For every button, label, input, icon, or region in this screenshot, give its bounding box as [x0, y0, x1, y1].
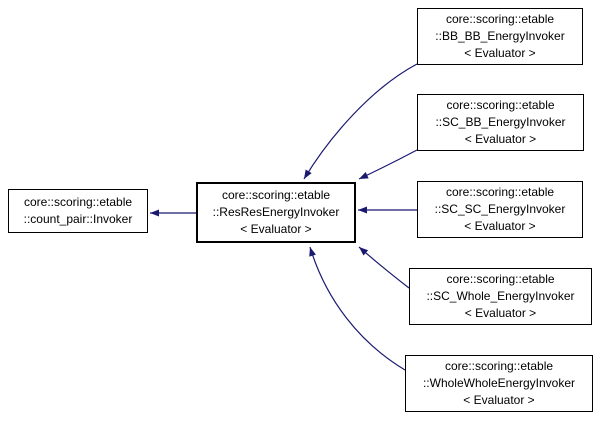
- node-label-line: ::SC_SC_EnergyInvoker: [434, 202, 566, 216]
- node-label-line: ::SC_Whole_EnergyInvoker: [426, 289, 575, 303]
- node-bb-bb-energy-invoker[interactable]: core::scoring::etable ::BB_BB_EnergyInvo…: [417, 8, 583, 65]
- arrow-bbbb-to-resres: [303, 63, 418, 180]
- arrow-scwhole-to-resres: [358, 246, 410, 289]
- node-label-line: ::ResResEnergyInvoker: [212, 205, 340, 219]
- node-sc-whole-energy-invoker[interactable]: core::scoring::etable ::SC_Whole_EnergyI…: [409, 268, 592, 325]
- node-label-line: core::scoring::etable: [23, 195, 133, 209]
- node-label-line: core::scoring::etable: [445, 12, 555, 26]
- node-label-line: ::BB_BB_EnergyInvoker: [435, 29, 565, 43]
- node-label-line: < Evaluator >: [463, 393, 535, 407]
- node-sc-bb-energy-invoker[interactable]: core::scoring::etable ::SC_BB_EnergyInvo…: [417, 94, 584, 151]
- node-label-line: < Evaluator >: [464, 46, 536, 60]
- node-label-line: core::scoring::etable: [446, 272, 555, 286]
- node-count-pair-invoker[interactable]: core::scoring::etable ::count_pair::Invo…: [8, 189, 148, 233]
- node-label-line: < Evaluator >: [240, 222, 312, 236]
- node-label-line: ::count_pair::Invoker: [23, 212, 133, 226]
- node-label-line: core::scoring::etable: [445, 185, 555, 199]
- node-whole-whole-energy-invoker[interactable]: core::scoring::etable ::WholeWholeEnergy…: [405, 355, 593, 412]
- node-label-line: ::SC_BB_EnergyInvoker: [435, 115, 566, 129]
- node-label-line: core::scoring::etable: [221, 188, 331, 202]
- arrow-scbb-to-resres: [358, 149, 418, 180]
- node-label-line: ::WholeWholeEnergyInvoker: [422, 376, 576, 390]
- node-resres-energy-invoker: core::scoring::etable ::ResResEnergyInvo…: [196, 182, 356, 243]
- node-label-line: < Evaluator >: [464, 132, 537, 146]
- node-label-line: core::scoring::etable: [446, 98, 555, 112]
- arrow-wholewhole-to-resres: [309, 246, 406, 371]
- node-label-line: < Evaluator >: [464, 219, 536, 233]
- node-label-line: core::scoring::etable: [444, 359, 554, 373]
- node-sc-sc-energy-invoker[interactable]: core::scoring::etable ::SC_SC_EnergyInvo…: [417, 181, 583, 238]
- node-label-line: < Evaluator >: [464, 306, 537, 320]
